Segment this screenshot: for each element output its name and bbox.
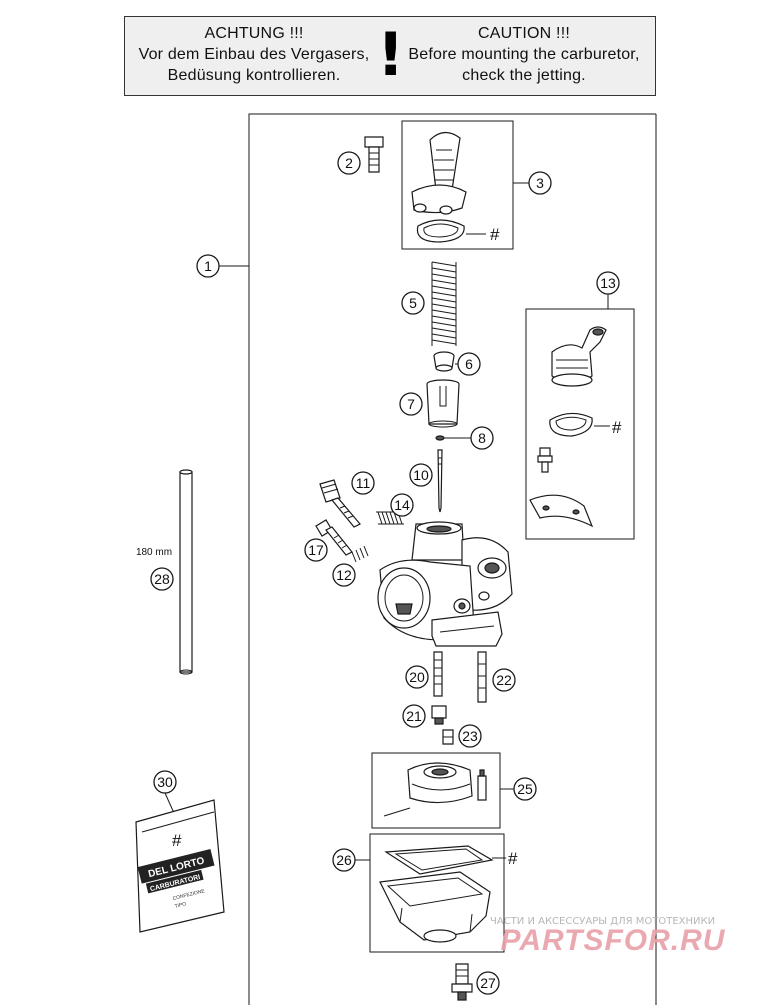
callout-27-label: 27 (480, 975, 496, 991)
callout-7-label: 7 (407, 396, 415, 412)
hose-length-label: 180 mm (136, 547, 172, 558)
part-25-float (407, 762, 473, 804)
caution-german: ACHTUNG !!! Vor dem Einbau des Vergasers… (129, 23, 379, 86)
callout-27: 27 (476, 971, 500, 995)
callout-22-label: 22 (496, 672, 512, 688)
part-8-needle-clip (435, 435, 471, 441)
callout-23: 23 (458, 724, 482, 748)
callout-6: 6 (455, 352, 481, 376)
callout-10: 10 (409, 463, 433, 487)
callout-12: 12 (332, 563, 356, 587)
part-3-box (401, 120, 514, 250)
part-17-mixture-screw (315, 519, 353, 556)
callout-17-label: 17 (308, 542, 324, 558)
callout-8: 8 (470, 426, 494, 450)
part-22-idle-jet (477, 651, 487, 703)
part-28-vent-hose (179, 469, 193, 675)
caution-german-title: ACHTUNG !!! (204, 25, 304, 42)
callout-26-label: 26 (336, 852, 352, 868)
part-26-box (369, 833, 505, 953)
carburetor-body (377, 521, 513, 647)
part-13-choke-lever (551, 326, 607, 387)
callout-26: 26 (332, 848, 370, 872)
callout-5-label: 5 (409, 295, 417, 311)
callout-30-label: 30 (157, 774, 173, 790)
callout-22: 22 (492, 668, 516, 692)
callout-28-label: 28 (154, 571, 170, 587)
part-5-spring (431, 261, 457, 346)
callout-14: 14 (390, 493, 414, 517)
callout-10-label: 10 (413, 467, 429, 483)
part-27-drain-screw (451, 963, 473, 1001)
callout-23-label: 23 (462, 728, 478, 744)
part-25-pin (383, 807, 411, 817)
callout-13: 13 (596, 271, 620, 309)
callout-6-label: 6 (465, 356, 473, 372)
callout-21-label: 21 (406, 708, 422, 724)
part-13-hash: # (612, 418, 622, 437)
part-2-screw (364, 136, 384, 173)
callout-20-label: 20 (409, 669, 425, 685)
callout-20: 20 (405, 665, 429, 689)
part-6-spring-seat (433, 351, 455, 372)
callout-12-label: 12 (336, 567, 352, 583)
part-3-gasket: # (416, 219, 500, 244)
part-20-emulsion-tube (433, 651, 443, 697)
callout-1-label: 1 (204, 258, 212, 274)
part-12-spring (351, 545, 369, 563)
bag-line2: TIPO (174, 901, 187, 910)
caution-english: CAUTION !!! Before mounting the carburet… (399, 23, 649, 86)
callout-28: 28 (150, 567, 174, 591)
callout-7: 7 (399, 392, 423, 416)
part-26-float-bowl (379, 871, 491, 943)
callout-3-label: 3 (536, 175, 544, 191)
part-13-bracket (529, 494, 594, 528)
callout-13-label: 13 (600, 275, 616, 291)
callout-17: 17 (304, 538, 328, 562)
callout-2-label: 2 (345, 155, 353, 171)
part-25-box (371, 752, 501, 829)
part-3-cover (411, 131, 467, 215)
callout-5: 5 (401, 291, 425, 315)
callout-25-label: 25 (517, 781, 533, 797)
callout-21: 21 (402, 704, 426, 728)
part-13-box (525, 308, 635, 540)
callout-2: 2 (337, 151, 361, 175)
caution-german-line2: Bedüsung kontrollieren. (167, 67, 341, 84)
watermark-brand: PARTSFOR.RU (501, 924, 726, 957)
caution-english-line1: Before mounting the carburetor, (408, 46, 640, 63)
part-25-needle-valve (477, 769, 487, 801)
callout-8-label: 8 (478, 430, 486, 446)
part-3-hash: # (490, 225, 500, 244)
part-13-gasket: # (549, 412, 622, 437)
part-10-jet-needle (437, 449, 443, 513)
caution-notice: ACHTUNG !!! Vor dem Einbau des Vergasers… (124, 16, 656, 96)
part-30-jet-kit-bag: # DEL LORTO CARBURATORI CONFEZIONE TIPO (135, 799, 225, 933)
part-26-bowl-gasket: # (384, 845, 518, 875)
part-30-hash: # (172, 831, 182, 850)
caution-german-line1: Vor dem Einbau des Vergasers, (138, 46, 370, 63)
callout-14-label: 14 (394, 497, 410, 513)
part-21-main-jet (431, 705, 447, 725)
part-26-hash: # (508, 849, 518, 868)
watermark-tagline: ЧАСТИ И АКСЕССУАРЫ ДЛЯ МОТОТЕХНИКИ (490, 916, 715, 927)
callout-25: 25 (500, 777, 537, 801)
part-13-screw (537, 447, 553, 473)
part-11-idle-screw (319, 479, 361, 528)
part-7-throttle-slide (426, 379, 460, 428)
callout-11: 11 (351, 471, 375, 495)
callout-1: 1 (196, 254, 249, 278)
watermark: ЧАСТИ И АКСЕССУАРЫ ДЛЯ МОТОТЕХНИКИ PARTS… (490, 916, 726, 957)
part-14-spring (376, 511, 404, 525)
callout-11-label: 11 (356, 475, 371, 491)
part-23-starter-jet (442, 729, 454, 745)
caution-english-title: CAUTION !!! (478, 25, 570, 42)
caution-english-line2: check the jetting. (462, 67, 586, 84)
callout-3: 3 (513, 171, 552, 195)
assembly-frame (248, 113, 657, 1005)
